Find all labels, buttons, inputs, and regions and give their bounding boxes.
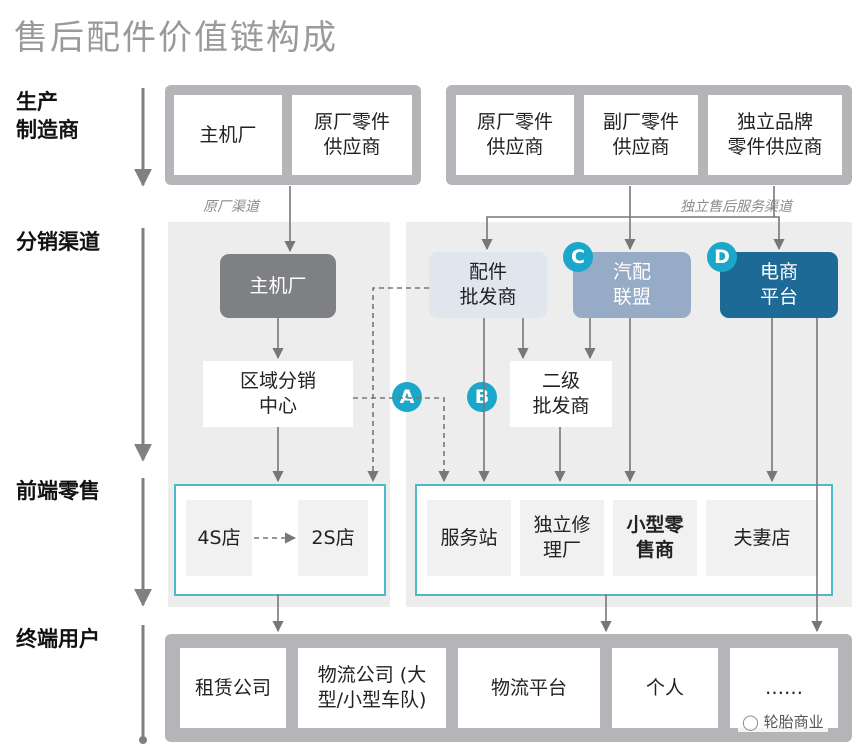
end-user-logistics-company: 物流公司 (大 型/小型车队) <box>298 648 446 728</box>
ecommerce-platform-node: 电商 平台 <box>720 252 838 318</box>
manufacturer-independent-brand-supplier: 独立品牌 零件供应商 <box>708 95 842 175</box>
badge-a: A <box>392 382 422 412</box>
watermark-text: 轮胎商业 <box>763 713 824 731</box>
manufacturer-secondary-parts-supplier: 副厂零件 供应商 <box>584 95 698 175</box>
manufacturer-oem-parts-supplier-2: 原厂零件 供应商 <box>456 95 574 175</box>
distribution-oem-node: 主机厂 <box>220 254 336 318</box>
retail-service-station: 服务站 <box>427 500 511 576</box>
badge-b: B <box>467 382 497 412</box>
retail-mom-pop-store: 夫妻店 <box>706 500 818 576</box>
arrow-supplier-to-ecommerce <box>773 216 785 251</box>
retail-small-retailer: 小型零 售商 <box>613 500 697 576</box>
parts-wholesaler-node: 配件 批发商 <box>429 252 547 318</box>
end-user-leasing-company: 租赁公司 <box>180 648 286 728</box>
independent-channel-label: 独立售后服务渠道 <box>680 199 792 215</box>
watermark: ◯ 轮胎商业 <box>738 711 828 732</box>
manufacturer-oem: 主机厂 <box>174 95 282 175</box>
stage-retail-label: 前端零售 <box>16 479 100 503</box>
stage-distribution-label: 分销渠道 <box>16 230 100 254</box>
secondary-wholesaler-node: 二级 批发商 <box>510 361 612 427</box>
stage-production-label: 生产 制造商 <box>16 90 79 143</box>
end-user-logistics-platform: 物流平台 <box>458 648 600 728</box>
auto-parts-alliance-node: 汽配 联盟 <box>573 252 691 318</box>
retail-independent-repair: 独立修 理厂 <box>520 500 604 576</box>
badge-c: C <box>563 242 593 272</box>
page-title: 售后配件价值链构成 <box>14 18 338 58</box>
retail-2s-store: 2S店 <box>298 500 368 576</box>
stage-end-user-label: 终端用户 <box>16 627 100 651</box>
oem-channel-label: 原厂渠道 <box>203 199 259 215</box>
dashed-wholesaler-to-2s <box>367 287 429 483</box>
wechat-icon: ◯ <box>742 713 759 731</box>
timeline-end-dot <box>139 736 147 744</box>
badge-d: D <box>707 242 737 272</box>
regional-distribution-center: 区域分销 中心 <box>203 361 353 427</box>
dashed-center-to-service <box>353 397 450 483</box>
end-user-individual: 个人 <box>612 648 718 728</box>
retail-4s-store: 4S店 <box>186 500 252 576</box>
manufacturer-oem-parts-supplier: 原厂零件 供应商 <box>292 95 412 175</box>
